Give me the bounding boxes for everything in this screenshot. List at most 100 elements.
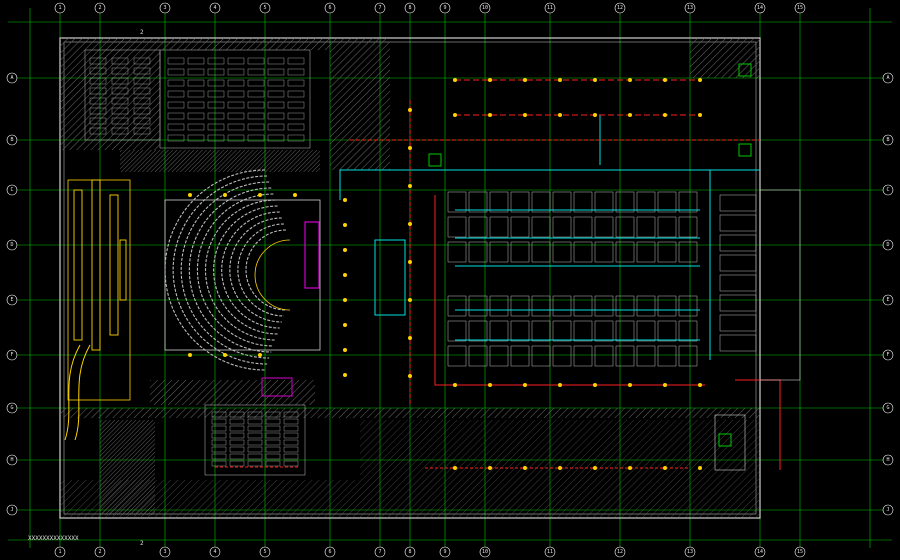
axis-bubble-label: J	[886, 507, 889, 513]
parking-bay	[531, 295, 551, 317]
desk	[247, 425, 263, 432]
parking-bay	[615, 345, 635, 367]
desk	[229, 453, 245, 460]
parking-bay	[573, 241, 593, 263]
axis-bubble	[6, 349, 18, 361]
section-mark-top: 2	[140, 29, 144, 36]
axis-bubble	[882, 134, 894, 146]
axis-bubble-label: G	[10, 405, 13, 411]
parking-bay	[719, 294, 757, 312]
desk	[207, 134, 225, 142]
desk	[247, 112, 265, 120]
desk	[247, 439, 263, 446]
axis-bubble-label: B	[886, 137, 889, 143]
seat-row	[213, 205, 278, 335]
stair-core-right	[714, 189, 801, 471]
parking-bay	[489, 241, 509, 263]
fixture-dot	[593, 113, 597, 117]
desk	[111, 107, 129, 115]
parking-bay	[615, 191, 635, 213]
desk	[247, 79, 265, 87]
desk	[211, 446, 227, 453]
desk	[229, 460, 245, 467]
desk	[89, 77, 107, 85]
seat-row	[229, 217, 282, 323]
desk	[167, 112, 185, 120]
auditorium	[164, 169, 321, 397]
desk	[265, 418, 281, 425]
parking-bay	[678, 241, 698, 263]
parking-bay	[657, 191, 677, 213]
fixture-dot	[408, 298, 412, 302]
axis-bubble	[882, 184, 894, 196]
axis-bubble-label: 2	[98, 5, 101, 11]
desk	[227, 112, 245, 120]
equipment-box	[738, 63, 752, 77]
desk	[287, 123, 305, 131]
fixture-dot	[558, 383, 562, 387]
axis-bubble-label: 7	[378, 549, 381, 555]
desk	[247, 418, 263, 425]
parking-bay	[657, 295, 677, 317]
parking-bay	[531, 241, 551, 263]
axis-bubble	[882, 454, 894, 466]
axis-bubble-label: B	[10, 137, 13, 143]
parking-bay	[615, 241, 635, 263]
desk	[133, 87, 151, 95]
seat-row	[237, 223, 284, 317]
desk	[187, 112, 205, 120]
stage-edge	[254, 239, 291, 311]
fixture-dot	[258, 193, 262, 197]
axis-bubble	[374, 2, 386, 14]
fixture-dot	[343, 223, 347, 227]
desk	[187, 79, 205, 87]
desk	[283, 460, 299, 467]
desk	[287, 68, 305, 76]
axis-bubble-label: 9	[443, 5, 446, 11]
fixture-dot	[453, 466, 457, 470]
parking-bay	[719, 314, 757, 332]
fixture-dot	[523, 383, 527, 387]
parking-bay	[719, 254, 757, 272]
desk	[133, 77, 151, 85]
fixture-dot	[663, 383, 667, 387]
desk	[167, 79, 185, 87]
axis-bubble	[439, 2, 451, 14]
desk	[167, 134, 185, 142]
fixture-dot	[663, 113, 667, 117]
magenta-room-marker	[261, 377, 293, 397]
parking-bay	[510, 191, 530, 213]
axis-bubble	[54, 2, 66, 14]
desk	[267, 90, 285, 98]
axis-bubble	[6, 134, 18, 146]
desk	[89, 97, 107, 105]
parking-bay	[678, 295, 698, 317]
axis-bubble-label: 11	[547, 5, 553, 11]
desk	[227, 123, 245, 131]
parking-bay	[594, 345, 614, 367]
axis-bubble-label: 1	[58, 549, 61, 555]
axis-bubble	[6, 72, 18, 84]
desk	[283, 425, 299, 432]
parking-bay	[447, 241, 467, 263]
desk	[287, 101, 305, 109]
parking-bay	[657, 320, 677, 342]
parking-bay	[489, 320, 509, 342]
desk	[167, 101, 185, 109]
desk	[227, 134, 245, 142]
axis-bubble	[754, 546, 766, 558]
desk	[89, 87, 107, 95]
desk	[187, 68, 205, 76]
fixture-dot	[408, 336, 412, 340]
axis-bubble-label: 5	[263, 549, 266, 555]
axis-bubble-label: E	[886, 297, 889, 303]
ramp-strip	[91, 179, 101, 351]
desk	[229, 439, 245, 446]
axis-bubble	[6, 504, 18, 516]
axis-bubble-label: 3	[163, 549, 166, 555]
fixture-dot	[453, 383, 457, 387]
parking-bay	[468, 241, 488, 263]
axis-bubble-label: 5	[263, 5, 266, 11]
fixture-dot	[523, 113, 527, 117]
desk	[133, 97, 151, 105]
